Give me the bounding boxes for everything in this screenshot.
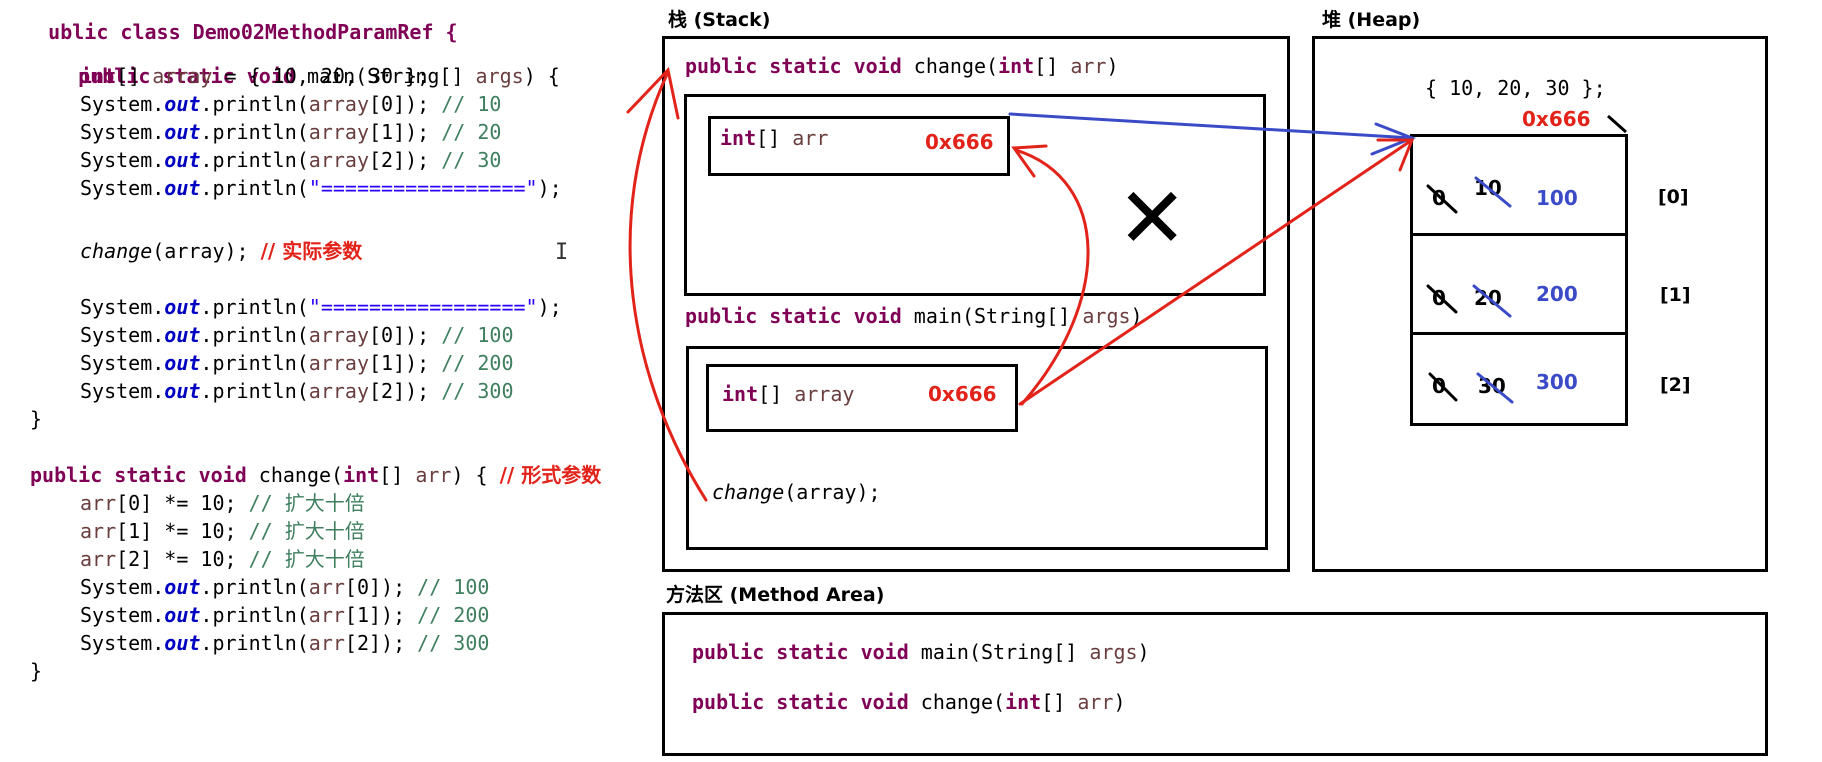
formal-param-comment: // 形式参数 [499,463,602,487]
code-line: System.out.println("================="); [80,295,562,319]
class-header: ublic class Demo02MethodParamRef { [48,20,458,44]
change-signature: public static void change(int[] arr) { /… [30,463,602,487]
arr-variable-label: int[] arr [720,126,829,150]
arr-address: 0x666 [925,130,994,154]
cell-new-value: 200 [1536,282,1578,306]
array-address: 0x666 [928,382,997,406]
cell-old-value: 20 [1474,286,1502,310]
code-line: System.out.println(arr[2]); // 300 [80,631,490,655]
code-line: System.out.println("================="); [80,176,562,200]
change-frame-signature: public static void change(int[] arr) [685,54,1119,78]
code-line: System.out.println(array[0]); // 10 [80,92,502,116]
code-line: int[] array = { 10, 20, 30 }; [80,64,430,88]
actual-param-comment: // 实际参数 [260,239,363,263]
code-line: arr[1] *= 10; // 扩大十倍 [80,519,365,543]
array-literal: { 10, 20, 30 }; [1425,76,1606,100]
change-call-text: change(array); [712,480,881,504]
heap-address: 0x666 [1522,107,1591,131]
closing-brace: } [30,659,43,683]
heap-title: 堆 (Heap) [1322,9,1421,31]
code-line: System.out.println(arr[1]); // 200 [80,603,490,627]
code-line-change-call: change(array); // 实际参数 [80,239,363,263]
cell-old-value: 30 [1478,374,1506,398]
code-line: System.out.println(array[0]); // 100 [80,323,514,347]
method-area-title: 方法区 (Method Area) [666,584,885,606]
arr-variable-box [708,116,1010,176]
cell-old-value: 10 [1474,176,1502,200]
cell-initial-value: 0 [1432,286,1446,310]
main-frame-signature: public static void main(String[] args) [685,304,1143,328]
code-line: System.out.println(arr[0]); // 100 [80,575,490,599]
cell-new-value: 100 [1536,186,1578,210]
method-area-main: public static void main(String[] args) [692,640,1150,664]
code-line: System.out.println(array[2]); // 30 [80,148,502,172]
cell-initial-value: 0 [1432,186,1446,210]
text-cursor-icon: I [555,240,569,265]
main-signature: public static void main(String[] args) { [78,64,560,88]
frame-popped-cross-icon: ✕ [1117,169,1188,267]
closing-brace: } [30,407,43,431]
method-area-box [662,612,1768,756]
code-line: arr[0] *= 10; // 扩大十倍 [80,491,365,515]
code-line: System.out.println(array[1]); // 20 [80,120,502,144]
array-variable-label: int[] array [722,382,855,406]
method-area-change: public static void change(int[] arr) [692,690,1126,714]
cell-index: [0] [1658,186,1689,208]
cell-initial-value: 0 [1432,374,1446,398]
code-line: System.out.println(array[1]); // 200 [80,351,514,375]
cell-index: [2] [1660,374,1691,396]
cell-new-value: 300 [1536,370,1578,394]
cell-index: [1] [1660,284,1691,306]
heap-cell-0 [1410,134,1628,236]
code-line: arr[2] *= 10; // 扩大十倍 [80,547,365,571]
heap-cell-1 [1410,233,1628,335]
code-line: System.out.println(array[2]); // 300 [80,379,514,403]
stack-title: 栈 (Stack) [668,9,771,31]
